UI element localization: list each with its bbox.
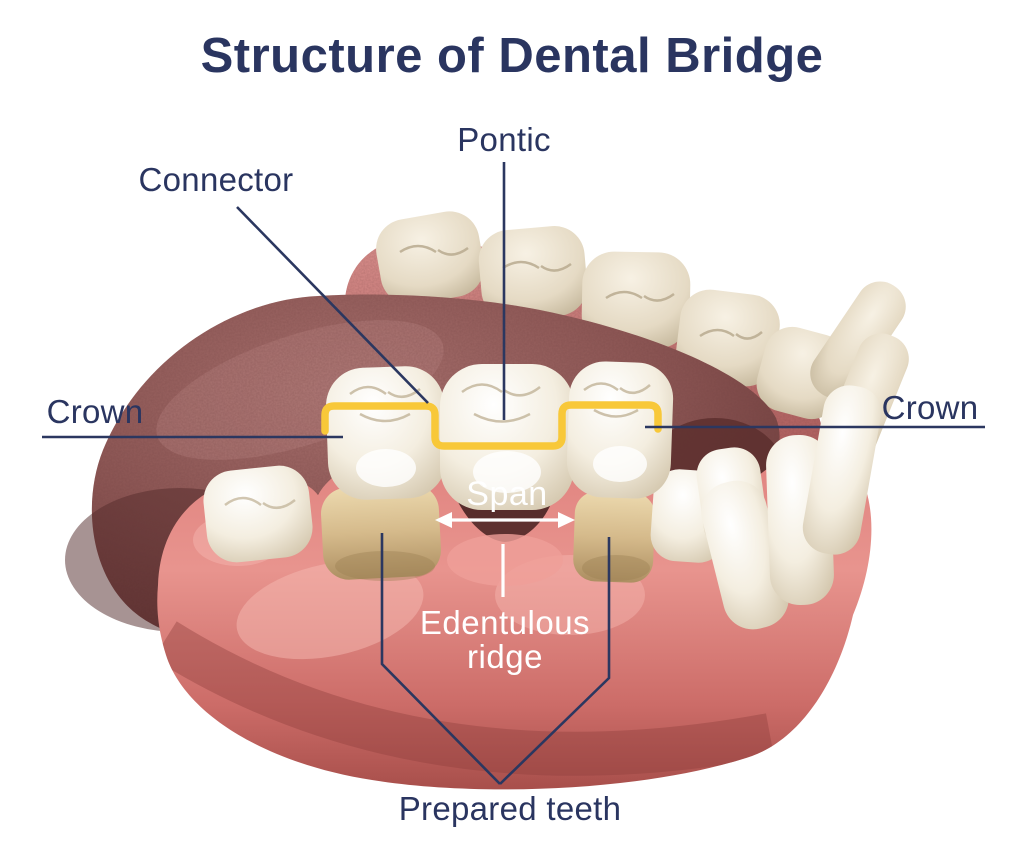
crown-right-label: Crown (882, 389, 979, 426)
white-labels: Span Edentulous ridge (420, 475, 590, 675)
edentulous-label-line2: ridge (467, 638, 543, 675)
white-annotations (435, 512, 575, 597)
diagram-title: Structure of Dental Bridge (201, 29, 824, 83)
gum-highlight (236, 560, 424, 660)
span-arrowhead-left (435, 512, 452, 528)
leader-lines (42, 162, 985, 785)
back-molar-2 (478, 226, 588, 320)
bridge-highlight (593, 446, 647, 482)
navy-labels: Structure of Dental Bridge Connector Pon… (47, 29, 979, 827)
prepared-tooth-right (573, 491, 655, 583)
connector-outline (321, 401, 662, 450)
front-incisor (701, 480, 789, 630)
span-label: Span (466, 475, 547, 513)
prepared-teeth-label: Prepared teeth (399, 790, 622, 827)
front-molar-grooves (224, 496, 296, 509)
edentulous-label-line1: Edentulous (420, 604, 590, 641)
back-teeth-row (376, 211, 848, 420)
back-molar-1 (376, 211, 484, 305)
span-arrowhead-right (558, 512, 575, 528)
connector-leader-line (236, 206, 429, 404)
crown-left-label: Crown (47, 393, 144, 430)
prepared-right-leader-line (499, 537, 611, 785)
bridge-highlight (473, 451, 541, 493)
gum-bottom-shading (157, 621, 775, 776)
bridge-highlight (356, 449, 416, 487)
bridge-grooves (349, 382, 651, 423)
back-teeth-grooves (399, 244, 763, 340)
prepared-left-leader-line (380, 533, 501, 785)
connector-label: Connector (139, 161, 294, 198)
edentulous-ridge-bump (447, 534, 563, 586)
back-molar-3 (581, 251, 691, 349)
prepared-tooth-left (320, 484, 442, 581)
dental-bridge-unit (321, 361, 674, 510)
pontic-label: Pontic (457, 121, 551, 158)
bridge-crown-left (326, 366, 446, 500)
front-molar (203, 465, 313, 563)
incisor-tip (810, 281, 906, 399)
